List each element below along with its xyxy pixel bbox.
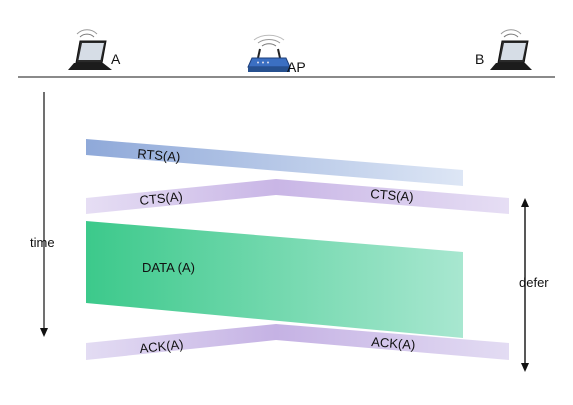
time-label: time xyxy=(30,235,55,250)
cts-label-left: CTS(A) xyxy=(139,189,184,208)
laptop-b-icon xyxy=(490,29,532,70)
access-point-icon xyxy=(247,34,291,72)
node-a-label: A xyxy=(111,51,121,67)
data-label: DATA (A) xyxy=(142,260,195,275)
data-frame xyxy=(86,221,463,338)
ack-frame-left xyxy=(86,324,276,360)
node-b-label: B xyxy=(475,51,484,67)
rts-frame xyxy=(86,139,463,186)
laptop-a-icon xyxy=(68,29,112,70)
defer-label: defer xyxy=(519,275,549,290)
defer-arrowhead-bottom xyxy=(521,363,529,372)
ack-frame-right xyxy=(276,324,509,360)
cts-label-right: CTS(A) xyxy=(370,186,414,204)
rts-label: RTS(A) xyxy=(137,146,181,164)
cts-frame-right xyxy=(276,179,509,214)
node-ap-label: AP xyxy=(287,59,306,75)
ack-label-left: ACK(A) xyxy=(139,337,184,356)
defer-arrowhead-top xyxy=(521,198,529,207)
time-arrowhead xyxy=(40,328,48,337)
cts-frame-left xyxy=(86,179,276,214)
ack-label-right: ACK(A) xyxy=(371,334,416,352)
